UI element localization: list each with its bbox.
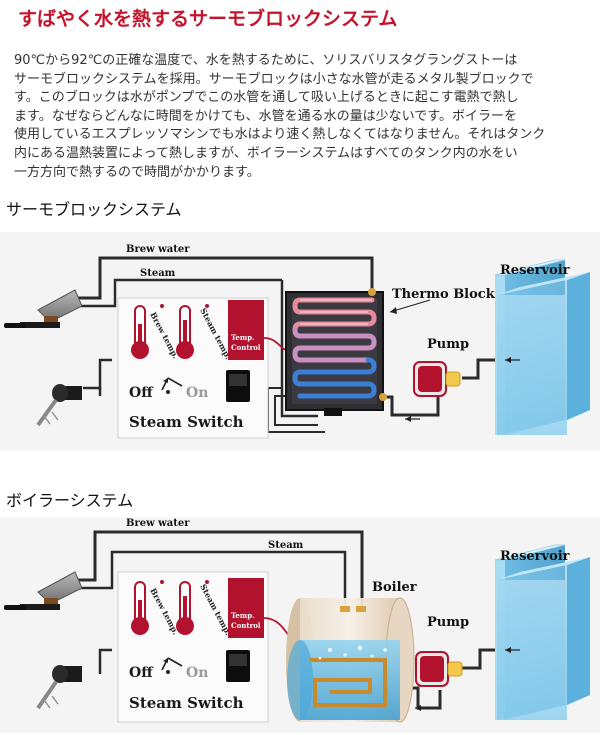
off-label: Off: [129, 385, 154, 401]
temp-control-box: [228, 300, 264, 360]
thermoblock-diagram: Brew temp. Steam temp. Off On Steam Swit…: [0, 232, 600, 450]
temp-control-label-1: Temp.: [231, 611, 255, 620]
paragraph-line: す。このブロックは水がポンプでこの水管を通して吸い上げるときに起こす電熱で熱し: [14, 90, 519, 106]
group-head-icon: [4, 289, 83, 328]
paragraph-line: 90℃から92℃の正確な温度で、水を熱するために、ソリスバリスタグラングストーは: [14, 53, 518, 68]
pump-label: Pump: [427, 337, 469, 352]
pump-icon: [413, 361, 461, 397]
brew-water-label: Brew water: [126, 244, 190, 255]
steam-label: Steam: [268, 540, 304, 551]
page-title: すばやく水を熱するサーモブロックシステム: [18, 8, 398, 30]
paragraph-line: 一方方向で熱するので時間がかかります。: [14, 164, 260, 180]
reservoir-label: Reservoir: [500, 549, 570, 564]
steam-knob-icon: [161, 657, 183, 674]
paragraph-line: サーモブロックシステムを採用。サーモブロックは小さな水管が走るメタル製ブロックで: [14, 71, 534, 87]
brew-thermometer-icon: [131, 581, 149, 635]
steam-thermometer-icon: [176, 581, 194, 635]
brew-water-label: Brew water: [126, 518, 190, 529]
paragraph-line: 使用しているエスプレッソマシンでも水はより速く熱しなくてはなりません。それはタン…: [14, 127, 546, 143]
reservoir-tank: [494, 544, 590, 720]
steam-wand-icon: [36, 384, 82, 427]
heating-coils: [292, 297, 377, 399]
temp-control-label-2: Control: [231, 343, 261, 352]
boiler-heading: ボイラーシステム: [6, 491, 134, 510]
on-label: On: [186, 665, 208, 681]
steam-knob-icon: [161, 377, 183, 394]
intro-paragraph: 90℃から92℃の正確な温度で、水を熱するために、ソリスバリスタグラングストーは…: [14, 52, 594, 182]
steam-switch-label: Steam Switch: [129, 694, 244, 712]
group-head-icon: [4, 571, 83, 610]
pump-label: Pump: [427, 615, 469, 630]
steam-thermometer-icon: [176, 305, 194, 359]
paragraph-line: ます。なぜならどんなに時間をかけても、水管を通る水の量は少ないです。ボイラーを: [14, 108, 517, 124]
temp-control-label-2: Control: [231, 621, 261, 630]
thermoblock-heading: サーモブロックシステム: [6, 200, 182, 219]
temp-control-box: [228, 578, 264, 638]
boiler-tank: [286, 597, 415, 723]
brew-thermometer-icon: [131, 305, 149, 359]
boiler-diagram: Brew temp. Steam temp. Off On Steam Swit…: [0, 518, 600, 733]
steam-switch-label: Steam Switch: [129, 413, 244, 431]
steam-label: Steam: [140, 268, 176, 279]
off-label: Off: [129, 665, 154, 681]
on-label: On: [186, 385, 208, 401]
temp-control-label-1: Temp.: [231, 333, 255, 342]
reservoir-tank: [494, 259, 590, 435]
pump-icon: [415, 651, 463, 687]
reservoir-label: Reservoir: [500, 263, 570, 278]
steam-wand-icon: [36, 665, 82, 710]
boiler-label: Boiler: [372, 580, 417, 595]
thermo-block-label: Thermo Block: [392, 287, 496, 302]
paragraph-line: 内にある温熱装置によって熱しますが、ボイラーシステムはすべてのタンク内の水をい: [14, 145, 518, 161]
